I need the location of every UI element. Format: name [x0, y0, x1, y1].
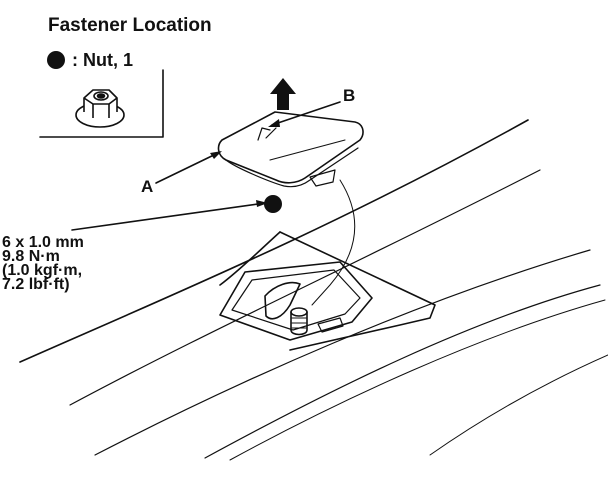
nut-symbol-icon	[47, 51, 65, 69]
leader-line-b	[271, 101, 341, 126]
roof-panel-line	[94, 249, 591, 456]
legend-symbol-colon: :	[72, 50, 78, 70]
spec-line-torque-kgf: (1.0 kgf·m,	[2, 262, 83, 279]
arrowhead-b	[268, 119, 280, 127]
roof-lower-line	[204, 284, 601, 459]
arrowhead-nut	[256, 200, 268, 207]
alignment-line	[311, 179, 356, 306]
cover-underside	[225, 147, 359, 188]
spec-line-torque-lbf: 7.2 lbf·ft)	[2, 276, 70, 293]
recess-outline	[279, 231, 436, 351]
cover-rib	[269, 139, 346, 161]
clip-tab	[264, 281, 301, 320]
spec-line-size: 6 x 1.0 mm	[2, 234, 84, 251]
slot	[317, 317, 344, 333]
legend-frame	[39, 69, 164, 138]
flange-nut-icon	[75, 89, 125, 128]
roof-edge-line	[229, 299, 606, 461]
recess-inner-well	[231, 269, 361, 331]
roof-edge-line-2	[429, 354, 608, 456]
callout-a-label: A	[141, 177, 154, 196]
arrowhead-a	[210, 151, 222, 159]
legend-label: Nut, 1	[83, 50, 134, 70]
recess-left-edge	[219, 231, 281, 286]
spec-line-torque-nm: 9.8 N·m	[2, 248, 60, 265]
callout-b-label: B	[343, 86, 356, 105]
roof-outer-line	[19, 119, 529, 363]
up-arrow-icon	[270, 78, 296, 110]
stud-top	[290, 307, 308, 317]
leader-line-a	[155, 152, 219, 184]
leader-line-nut	[71, 202, 266, 231]
cover-tab	[309, 169, 336, 187]
roof-inner-line	[69, 169, 541, 406]
cover-body	[217, 111, 364, 184]
cover-hook	[257, 127, 277, 141]
torque-spec: 6 x 1.0 mm 9.8 N·m (1.0 kgf·m, 7.2 lbf·f…	[2, 234, 84, 293]
stud-threads	[291, 317, 307, 329]
diagram-title: Fastener Location	[48, 15, 212, 36]
legend-entry: : Nut, 1	[72, 50, 133, 71]
nut-location-marker	[264, 195, 282, 213]
stud	[290, 311, 308, 336]
recess-well	[219, 261, 373, 341]
